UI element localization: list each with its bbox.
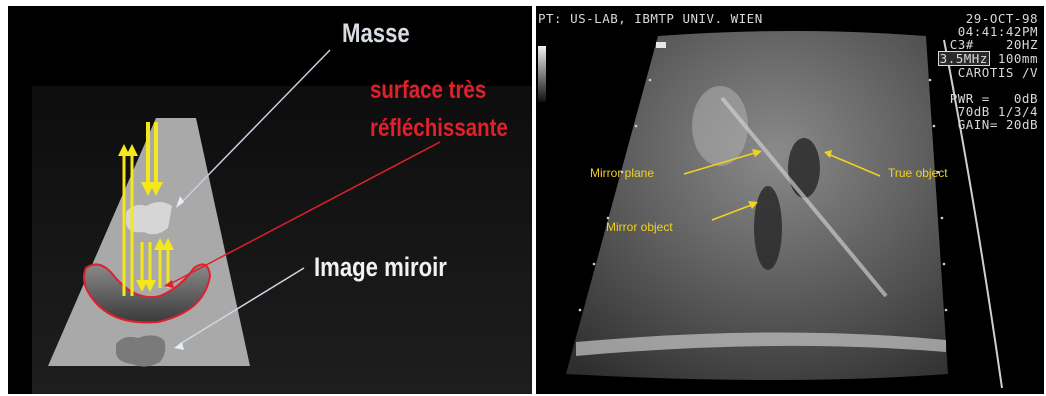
preset-name: CAROTIS /V [958, 66, 1038, 79]
freq-depth-line: 3.5MHz 100mm [938, 51, 1038, 66]
mirror-object-shape [754, 186, 782, 270]
true-object-shape [788, 138, 820, 198]
mass-label: Masse [342, 18, 410, 49]
mirror-plane-annotation: Mirror plane [590, 166, 654, 180]
gain-setting: GAIN= 20dB [958, 118, 1038, 131]
ultrasound-image: PT: US-LAB, IBMTP UNIV. WIEN 29-OCT-98 0… [536, 6, 1044, 394]
patient-header: PT: US-LAB, IBMTP UNIV. WIEN [538, 12, 763, 25]
reflective-surface-label-line2: réfléchissante [370, 114, 508, 143]
depth-value: 100mm [998, 51, 1038, 66]
grayscale-bar [538, 46, 546, 102]
mirror-image-label: Image miroir [314, 252, 447, 283]
schematic-svg [8, 6, 532, 394]
frame-rate: C3# 20HZ [950, 38, 1038, 51]
frequency-value: 3.5MHz [938, 51, 990, 66]
true-object-annotation: True object [888, 166, 948, 180]
reflective-surface-label-line1: surface très [370, 76, 486, 105]
schematic-diagram: Masse surface très réfléchissante Image … [8, 6, 532, 394]
mirror-image-shape [116, 335, 165, 366]
mirror-object-annotation: Mirror object [606, 220, 673, 234]
